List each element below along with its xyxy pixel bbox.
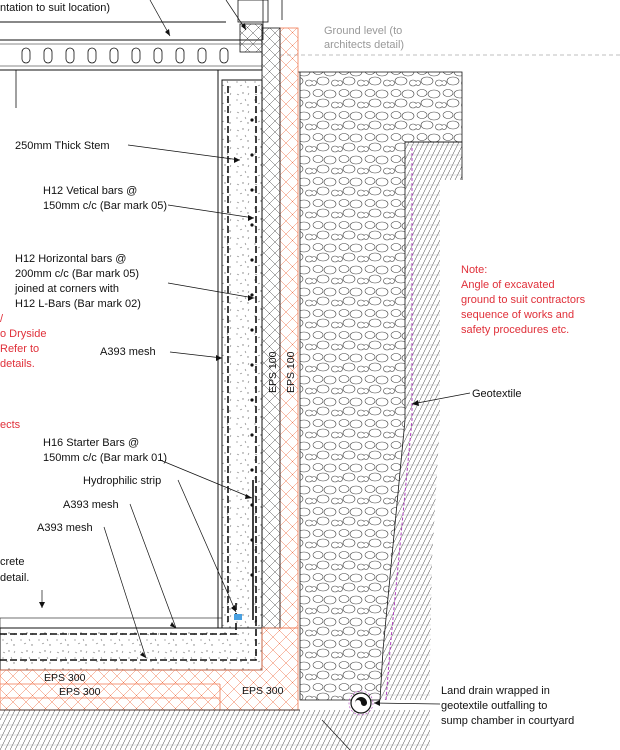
slab-reinforcement bbox=[0, 600, 257, 661]
label-vbars-1: H12 Vetical bars @ bbox=[43, 185, 137, 197]
label-ground-level-1: Ground level (to bbox=[324, 25, 402, 37]
label-geotextile: Geotextile bbox=[472, 388, 522, 400]
label-stem: 250mm Thick Stem bbox=[15, 140, 110, 152]
top-beam bbox=[0, 0, 283, 108]
label-drain-3: sump chamber in courtyard bbox=[441, 715, 574, 727]
label-eps300-b: EPS 300 bbox=[59, 686, 101, 698]
red-partial-5: ects bbox=[0, 419, 21, 431]
label-eps300-a: EPS 300 bbox=[44, 672, 86, 684]
label-drain-2: geotextile outfalling to bbox=[441, 700, 547, 712]
label-hbars-1: H12 Horizontal bars @ bbox=[15, 253, 126, 265]
red-partial-3: Refer to bbox=[0, 343, 39, 355]
label-hbars-3: joined at corners with bbox=[14, 283, 119, 295]
note-line-1: Angle of excavated bbox=[461, 279, 555, 291]
label-a393-slab-1: A393 mesh bbox=[63, 499, 119, 511]
note-line-3: sequence of works and bbox=[461, 309, 574, 321]
label-eps100-a: EPS 100 bbox=[267, 351, 279, 393]
label-eps300-c: EPS 300 bbox=[242, 685, 284, 697]
beam-slots bbox=[21, 47, 229, 64]
label-top-partial: ntation to suit location) bbox=[0, 2, 110, 14]
label-hbars-4: H12 L-Bars (Bar mark 02) bbox=[15, 298, 141, 310]
label-starter-2: 150mm c/c (Bar mark 01) bbox=[43, 452, 167, 464]
note-line-2: ground to suit contractors bbox=[461, 294, 586, 306]
leader-arrows bbox=[39, 23, 419, 706]
red-partial-1: / bbox=[0, 313, 4, 325]
red-partial-4: details. bbox=[0, 358, 35, 370]
label-hbars-2: 200mm c/c (Bar mark 05) bbox=[15, 268, 139, 280]
label-a393-slab-2: A393 mesh bbox=[37, 522, 93, 534]
label-concrete-2: detail. bbox=[0, 572, 29, 584]
eps300-layers bbox=[0, 627, 299, 711]
red-partial-2: o Dryside bbox=[0, 328, 46, 340]
geotextile-line bbox=[385, 148, 413, 701]
hydrophilic-strip bbox=[234, 614, 242, 620]
label-vbars-2: 150mm c/c (Bar mark 05) bbox=[43, 200, 167, 212]
label-hydrophilic: Hydrophilic strip bbox=[83, 475, 161, 487]
label-concrete-1: crete bbox=[0, 556, 24, 568]
bottom-ground bbox=[0, 710, 430, 750]
label-eps100-b: EPS 100 bbox=[285, 351, 297, 393]
stem-reinforcement bbox=[227, 86, 257, 622]
label-ground-level-2: architects detail) bbox=[324, 39, 404, 51]
slab-thin-band bbox=[0, 617, 223, 629]
label-drain-1: Land drain wrapped in bbox=[441, 685, 550, 697]
note-line-4: safety procedures etc. bbox=[461, 324, 569, 336]
land-drain-pipe bbox=[348, 690, 374, 716]
eps100-outer bbox=[279, 27, 299, 629]
note-title: Note: bbox=[461, 264, 487, 276]
label-starter-1: H16 Starter Bars @ bbox=[43, 437, 139, 449]
eps100-inner bbox=[261, 27, 281, 629]
label-a393-wall: A393 mesh bbox=[100, 346, 156, 358]
